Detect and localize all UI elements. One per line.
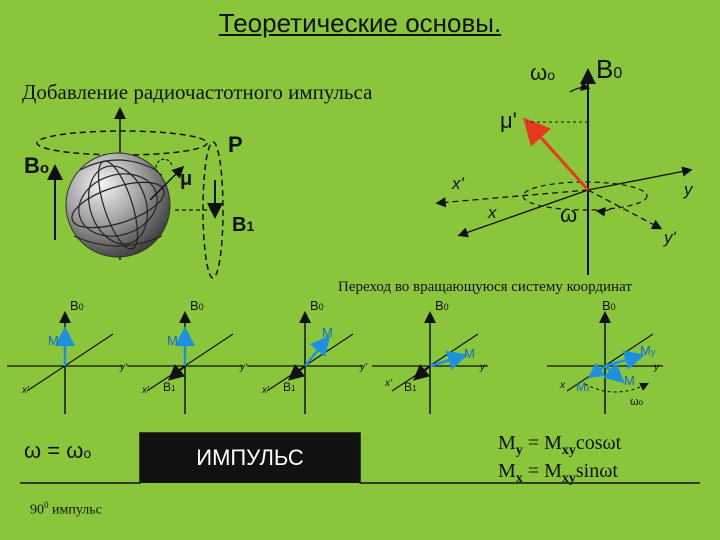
mu-label: μ: [180, 168, 193, 190]
mu-prime-label: μ': [500, 108, 517, 133]
frame-1-x-label: x': [22, 385, 29, 396]
frame-5: [547, 311, 663, 414]
omega-label: ω: [560, 202, 578, 227]
frame-5-b0-label: B0: [602, 298, 616, 313]
b0-axis-label: B0: [596, 54, 623, 84]
nucleus-contours: [71, 159, 165, 250]
frame-5-omega0-label: ωo: [630, 396, 644, 408]
x-prime-label: x': [452, 174, 464, 193]
frame-5-x-label: x: [560, 380, 565, 391]
mu-vector: [149, 165, 185, 201]
omega-equals-omega0: ω = ωo: [24, 438, 92, 463]
pulse-box: ИМПУЛЬС: [140, 433, 360, 483]
x-axis: [457, 189, 589, 238]
magnetization-vector-y: [604, 350, 645, 370]
precession-orbit: [36, 130, 208, 156]
y-prime-label: y': [664, 228, 676, 247]
frame-3: [247, 311, 363, 414]
frame-5-y-label: y: [654, 362, 659, 373]
magnetization-vector: [603, 362, 625, 384]
mu-rotation-arc: [155, 158, 173, 176]
formula-my: My = Mxycosωt: [498, 432, 622, 458]
formula-mx: Mx = Mxysinωt: [498, 460, 618, 486]
x-prime-axis: [435, 189, 589, 208]
frame-1: [7, 311, 123, 414]
slide-title: Теоретические основы.: [218, 8, 502, 38]
rotating-frame-diagram: [435, 68, 693, 275]
frame-5-my-label: My: [640, 343, 656, 358]
frame-4: [372, 311, 488, 414]
frame-5-mx-label: Mx: [576, 380, 590, 394]
frame-2-b1-label: B1: [163, 380, 176, 394]
frame-5-m-label: M: [624, 373, 635, 388]
omega0-arc: [569, 81, 591, 93]
omega-arc: [595, 207, 613, 217]
frame-1-b0-label: B0: [70, 298, 84, 313]
omega0-label: ωo: [530, 60, 555, 85]
p-label: P: [228, 132, 243, 157]
b1-vector: [412, 364, 431, 381]
frame-2-y-label: y': [240, 362, 247, 373]
frame-1-m-label: M: [48, 333, 59, 348]
slide-subtitle: Добавление радиочастотного импульса: [22, 80, 373, 104]
b1-vector: [287, 364, 306, 381]
frame-4-y-label: y: [480, 362, 485, 373]
x-label: x: [488, 203, 497, 222]
frame-2: [127, 311, 243, 414]
rotation-ellipse: [522, 181, 648, 211]
transition-caption: Переход во вращающуюся систему координат: [338, 279, 632, 295]
b1-rotation-loop: [202, 141, 224, 279]
frame-4-x-label: x': [385, 378, 392, 389]
frame-4-b0-label: B0: [435, 298, 449, 313]
magnetization-vector: [429, 350, 468, 370]
y-label: y: [684, 180, 693, 199]
frame-2-m-label: M: [167, 333, 178, 348]
y-prime-axis: [587, 189, 663, 230]
frame-1-y-label: y': [120, 362, 127, 373]
y-axis: [587, 166, 693, 191]
omega0-rotation-arc: [584, 383, 649, 393]
frame-3-b0-label: B0: [310, 298, 324, 313]
frame-3-m-label: M: [322, 325, 333, 340]
pulse-90-label: 900 импульс: [30, 500, 102, 518]
frame-2-b0-label: B0: [190, 298, 204, 313]
frame-2-x-label: x': [142, 385, 149, 396]
frame-3-b1-label: B1: [283, 380, 296, 394]
b0-label: Bo: [24, 153, 50, 178]
sphere-diagram: [36, 107, 224, 279]
b1-label: B1: [232, 214, 255, 236]
frame-4-b1-label: B1: [404, 380, 417, 394]
frame-3-x-label: x': [262, 385, 269, 396]
frame-4-m-label: M: [464, 346, 475, 361]
magnetization-vector-x: [587, 362, 606, 379]
mu-prime-vector: [522, 117, 590, 192]
frame-3-y-label: y': [360, 362, 367, 373]
magnetization-vector: [304, 335, 331, 367]
b1-vector: [167, 364, 186, 381]
